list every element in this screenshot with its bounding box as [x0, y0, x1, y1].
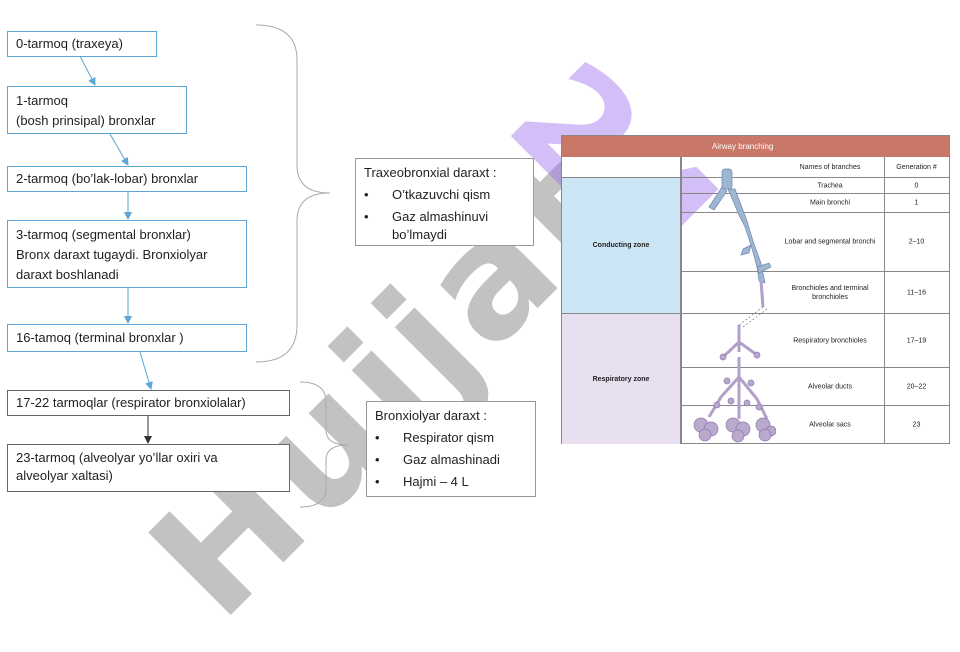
row-name: Trachea [817, 182, 843, 189]
generation-23-label-line1: 23-tarmoq (alveolyar yo’llar oxiri va [16, 450, 218, 465]
bullet-icon: • [364, 187, 369, 202]
generation-17-22-box: 17-22 tarmoqlar (respirator bronxiolalar… [7, 390, 290, 416]
generation-0-label: 0-tarmoq (traxeya) [16, 36, 123, 51]
generation-2-box: 2-tarmoq (bo’lak-lobar) bronxlar [7, 166, 247, 192]
row-generation: 0 [914, 182, 919, 189]
list-item: • Gaz almashinuvi bo’lmaydi [364, 208, 525, 244]
list-item-text: Hajmi – 4 L [403, 474, 469, 489]
airway-branching-figure: Airway branching Names of branches Gener… [561, 135, 950, 444]
bullet-icon: • [375, 430, 380, 445]
table-row: Respiratory bronchioles 17–19 [681, 314, 949, 368]
row-name: Main bronchi [809, 199, 851, 207]
conducting-zone-label: Conducting zone [562, 178, 681, 314]
bronchiole-shape [759, 280, 765, 308]
bronchiolar-title: Bronxiolyar daraxt : [375, 408, 487, 423]
generation-23-label-line2: alveolyar xaltasi) [16, 468, 113, 483]
bullet-icon: • [375, 474, 380, 489]
row-generation: 23 [912, 421, 921, 429]
list-item: • O’tkazuvchi qism [364, 186, 525, 204]
list-item-text: Gaz almashinuvi bo’lmaydi [392, 209, 489, 242]
row-generation: 17–19 [906, 337, 927, 344]
row-generation: 1 [914, 199, 919, 207]
generation-3-label-line1: 3-tarmoq (segmental bronxlar) [16, 227, 191, 242]
brace-tracheobronchial [255, 24, 331, 363]
generation-3-label-line2: Bronx daraxt tugaydi. Bronxiolyar [16, 247, 208, 262]
table-row: Alveolar sacs 23 [681, 406, 949, 444]
airway-table-title: Airway branching [562, 136, 949, 157]
alveolar-sacs-shape [693, 351, 776, 443]
bullet-icon: • [364, 209, 369, 224]
column-header-names: Names of branches [776, 157, 884, 178]
arrow-16-to-17 [139, 351, 153, 390]
row-name: Respiratory bronchioles [793, 337, 867, 344]
respiratory-zone-label: Respiratory zone [562, 314, 681, 444]
table-row: Bronchioles and terminal bronchioles 11–… [681, 272, 949, 314]
table-row: Alveolar ducts 20–22 [681, 368, 949, 406]
table-row: Lobar and segmental bronchi 2–10 [681, 213, 949, 272]
bronchiole-gap-dashes [738, 306, 768, 328]
bronchiolar-list: • Respirator qism • Gaz almashinadi • Hajmi… [375, 429, 527, 491]
generation-2-label: 2-tarmoq (bo’lak-lobar) bronxlar [16, 171, 199, 186]
tracheobronchial-title: Traxeobronxial daraxt : [364, 165, 497, 180]
airway-tree-illustration [693, 168, 776, 443]
generation-1-label-line2: (bosh prinsipal) bronxlar [16, 113, 156, 128]
list-item-text: O’tkazuvchi qism [392, 187, 491, 202]
generation-23-box: 23-tarmoq (alveolyar yo’llar oxiri va al… [7, 444, 290, 492]
list-item: • Respirator qism [375, 429, 527, 447]
generation-16-box: 16-tamoq (terminal bronxlar ) [7, 324, 247, 352]
tracheobronchial-list: • O’tkazuvchi qism • Gaz almashinuvi bo’lm… [364, 186, 525, 244]
generation-1-box: 1-tarmoq (bosh prinsipal) bronxlar [7, 86, 187, 134]
generation-17-22-label: 17-22 tarmoqlar (respirator bronxiolalar… [16, 395, 246, 410]
row-generation: 2–10 [908, 238, 925, 246]
tracheobronchial-info-box: Traxeobronxial daraxt : • O’tkazuvchi qis… [355, 158, 534, 246]
table-row: Main bronchi 1 [681, 194, 949, 213]
list-item: • Gaz almashinadi [375, 451, 527, 469]
generation-16-label: 16-tamoq (terminal bronxlar ) [16, 330, 184, 345]
list-item-text: Gaz almashinadi [403, 452, 500, 467]
zone-header-blank [562, 157, 681, 178]
row-name: Lobar and segmental bronchi [784, 238, 876, 246]
row-generation: 20–22 [906, 383, 927, 390]
generation-0-box: 0-tarmoq (traxeya) [7, 31, 157, 57]
connector-layer [79, 24, 349, 508]
arrow-1-to-2 [109, 133, 129, 166]
row-name: Bronchioles and terminal bronchioles [791, 284, 869, 301]
generation-1-label-line1: 1-tarmoq [16, 93, 69, 108]
column-header-generation: Generation # [884, 157, 949, 178]
list-item-text: Respirator qism [403, 430, 495, 445]
bronchiolar-info-box: Bronxiolyar daraxt : • Respirator qism • G… [366, 401, 536, 497]
brace-bronchiolar [299, 381, 349, 508]
list-item: • Hajmi – 4 L [375, 473, 527, 491]
row-generation: 11–16 [907, 289, 926, 296]
row-name: Alveolar sacs [809, 421, 851, 429]
trachea-shape [708, 168, 772, 284]
table-divider [681, 157, 682, 443]
table-row: Trachea 0 [681, 178, 949, 194]
respiratory-branch-shape [707, 325, 769, 420]
arrow-0-to-1 [79, 55, 96, 86]
generation-3-box: 3-tarmoq (segmental bronxlar) Bronx dara… [7, 220, 247, 288]
table-divider [884, 157, 885, 443]
row-name: Alveolar ducts [808, 383, 852, 390]
bullet-icon: • [375, 452, 380, 467]
generation-3-label-line3: daraxt boshlanadi [16, 267, 119, 282]
